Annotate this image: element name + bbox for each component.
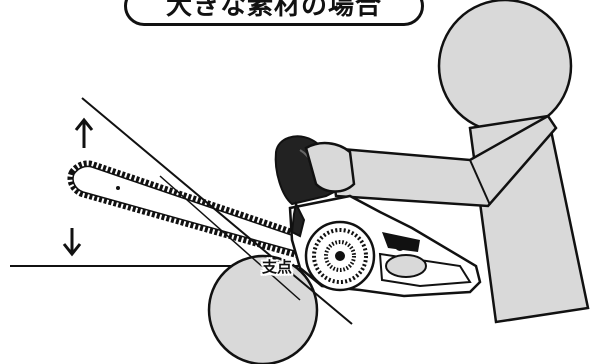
kickback-line-upper [81, 97, 353, 325]
fulcrum-label: 支点 [262, 258, 293, 276]
arrow-down-icon [62, 228, 82, 257]
log-circle [207, 254, 319, 364]
hand-on-handle [304, 141, 356, 193]
person-arm-inner [469, 159, 491, 206]
arrow-up-icon [74, 117, 94, 148]
fan-cover [304, 220, 376, 292]
person-head [437, 0, 573, 134]
title-box: 大きな素材の場合 [124, 0, 424, 26]
guide-bar [67, 160, 315, 260]
title-text: 大きな素材の場合 [165, 0, 382, 21]
kickback-line-lower [159, 175, 301, 301]
